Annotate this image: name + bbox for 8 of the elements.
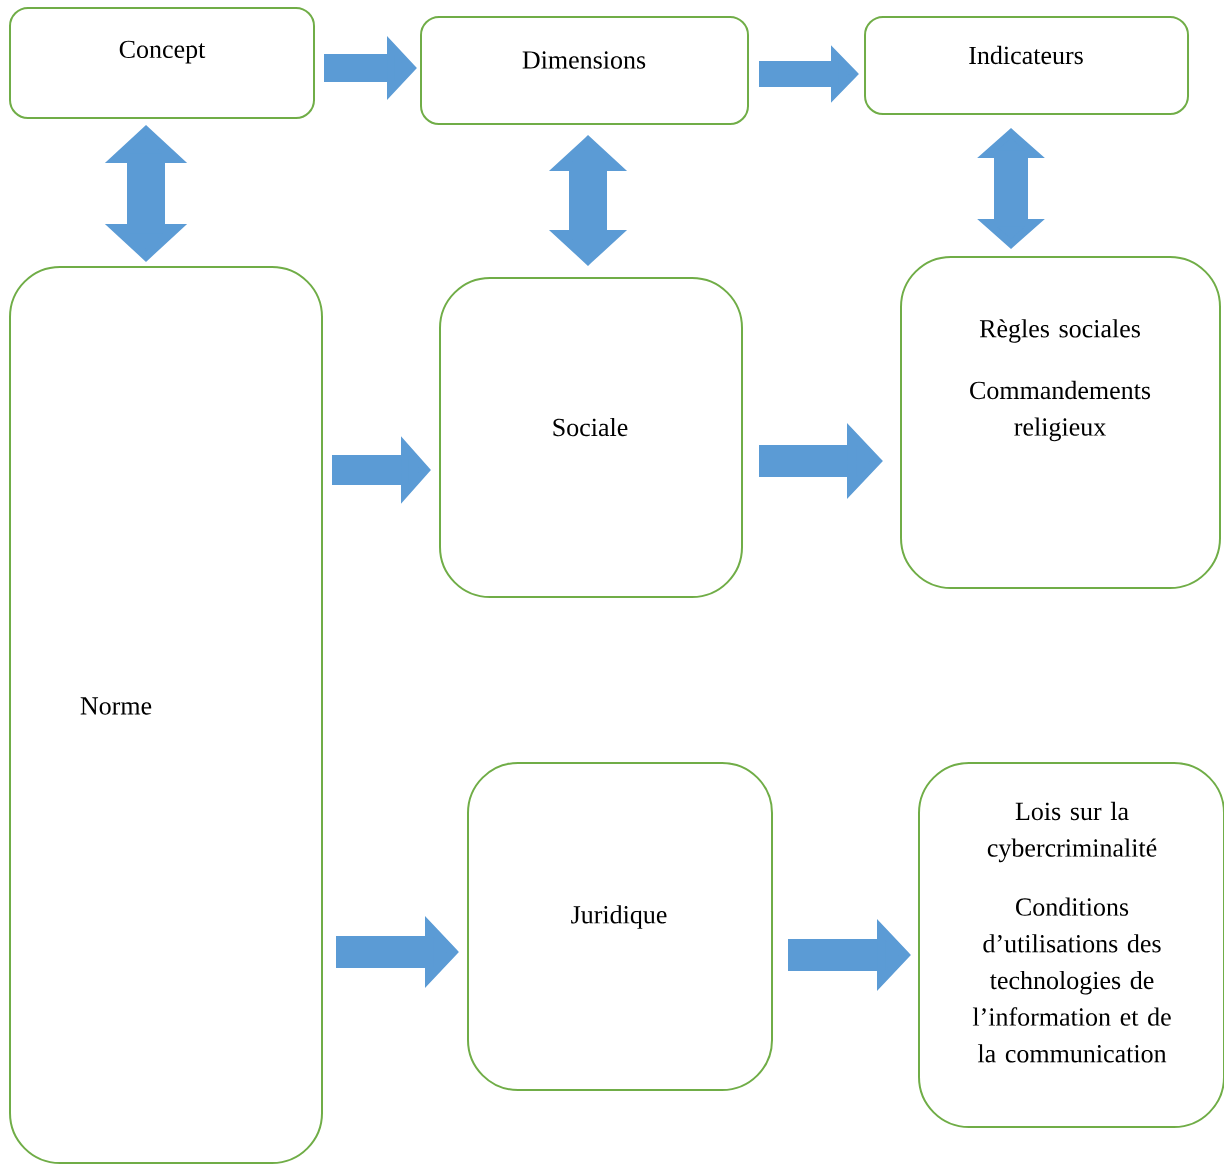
- process-box: Concept: [9, 7, 315, 119]
- process-box: Indicateurs: [864, 16, 1189, 115]
- process-box: Juridique: [467, 762, 773, 1091]
- process-box: Règles sociales Commandements religieux: [900, 256, 1221, 589]
- process-box: Lois sur la cybercriminalité Conditions d’utilisations des technologies de l’information et de la communication: [918, 762, 1224, 1128]
- process-box: Norme: [9, 266, 323, 1164]
- process-box: Dimensions: [420, 16, 749, 125]
- process-box: Sociale: [439, 277, 743, 598]
